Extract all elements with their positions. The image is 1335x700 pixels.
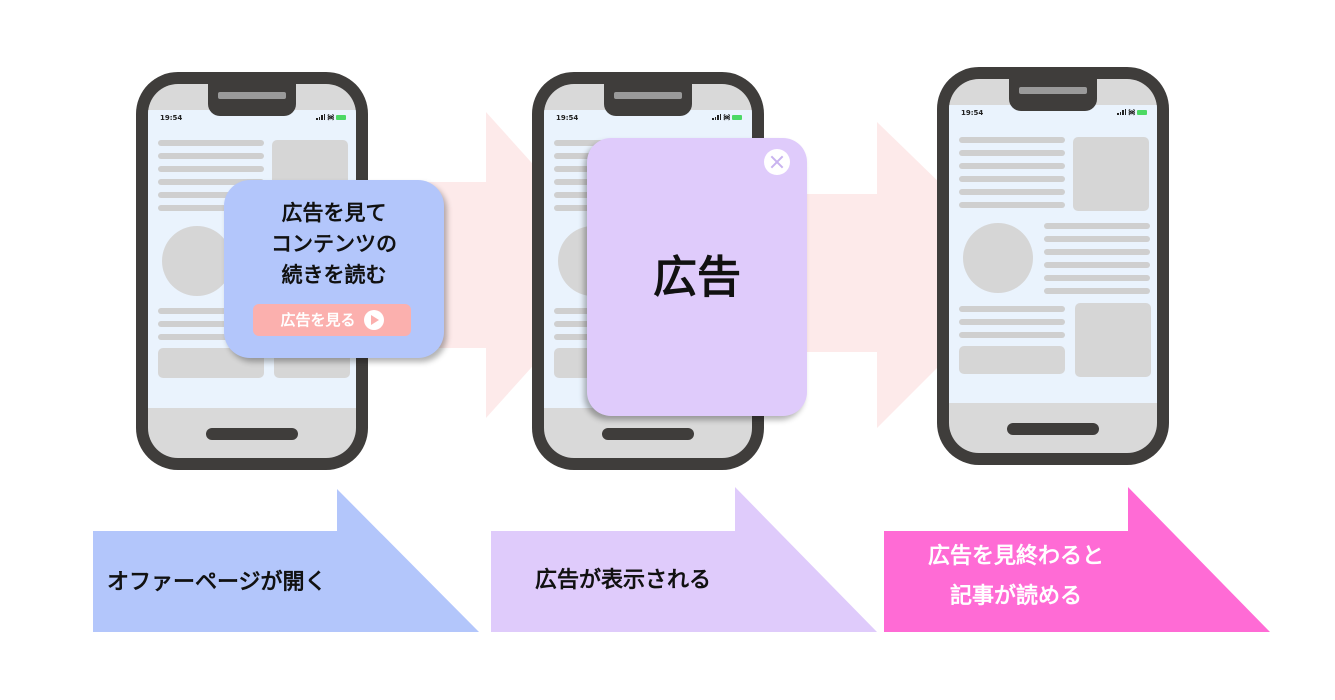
avatar-placeholder: [162, 226, 232, 296]
offer-card: 広告を見て コンテンツの 続きを読む 広告を見る: [224, 180, 444, 358]
battery-icon: [732, 115, 742, 120]
home-indicator: [206, 428, 298, 440]
status-time: 19:54: [160, 114, 183, 122]
step-label-2: 広告が表示される: [491, 487, 877, 632]
ad-label: 広告: [653, 252, 741, 303]
flow-arrow-1: [420, 112, 540, 418]
signal-icon: [316, 114, 325, 120]
flow-arrow-2: [805, 122, 945, 428]
signal-icon: [1117, 109, 1126, 115]
signal-icon: [712, 114, 721, 120]
wifi-icon: ᯼: [1128, 108, 1136, 116]
wifi-icon: ᯼: [327, 113, 335, 121]
phone-notch: [604, 84, 692, 116]
home-indicator: [602, 428, 694, 440]
step-label-3: 広告を見終わると 記事が読める: [884, 487, 1270, 632]
watch-ad-button[interactable]: 広告を見る: [253, 304, 411, 336]
status-bar: 19:54 ᯼: [949, 105, 1157, 121]
phone-article: 19:54 ᯼: [937, 67, 1169, 465]
step-3-text: 広告を見終わると 記事が読める: [928, 544, 1105, 609]
step-2-text: 広告が表示される: [535, 568, 712, 593]
home-indicator: [1007, 423, 1099, 435]
watch-ad-label: 広告を見る: [280, 311, 356, 329]
status-bar: 19:54 ᯼: [148, 110, 356, 126]
phone-notch: [1009, 79, 1097, 111]
phone-screen: 19:54 ᯼: [949, 105, 1157, 403]
ad-card: 広告: [587, 138, 807, 416]
offer-text: 広告を見て コンテンツの 続きを読む: [271, 201, 397, 287]
status-time: 19:54: [556, 114, 579, 122]
phone-notch: [208, 84, 296, 116]
battery-icon: [336, 115, 346, 120]
close-circle-icon[interactable]: [764, 149, 790, 175]
status-bar: 19:54 ᯼: [544, 110, 752, 126]
step-1-text: オファーページが開く: [107, 570, 327, 595]
battery-icon: [1137, 110, 1147, 115]
play-circle-icon: [363, 310, 384, 330]
step-label-1: オファーページが開く: [93, 489, 479, 632]
wifi-icon: ᯼: [723, 113, 731, 121]
status-time: 19:54: [961, 109, 984, 117]
